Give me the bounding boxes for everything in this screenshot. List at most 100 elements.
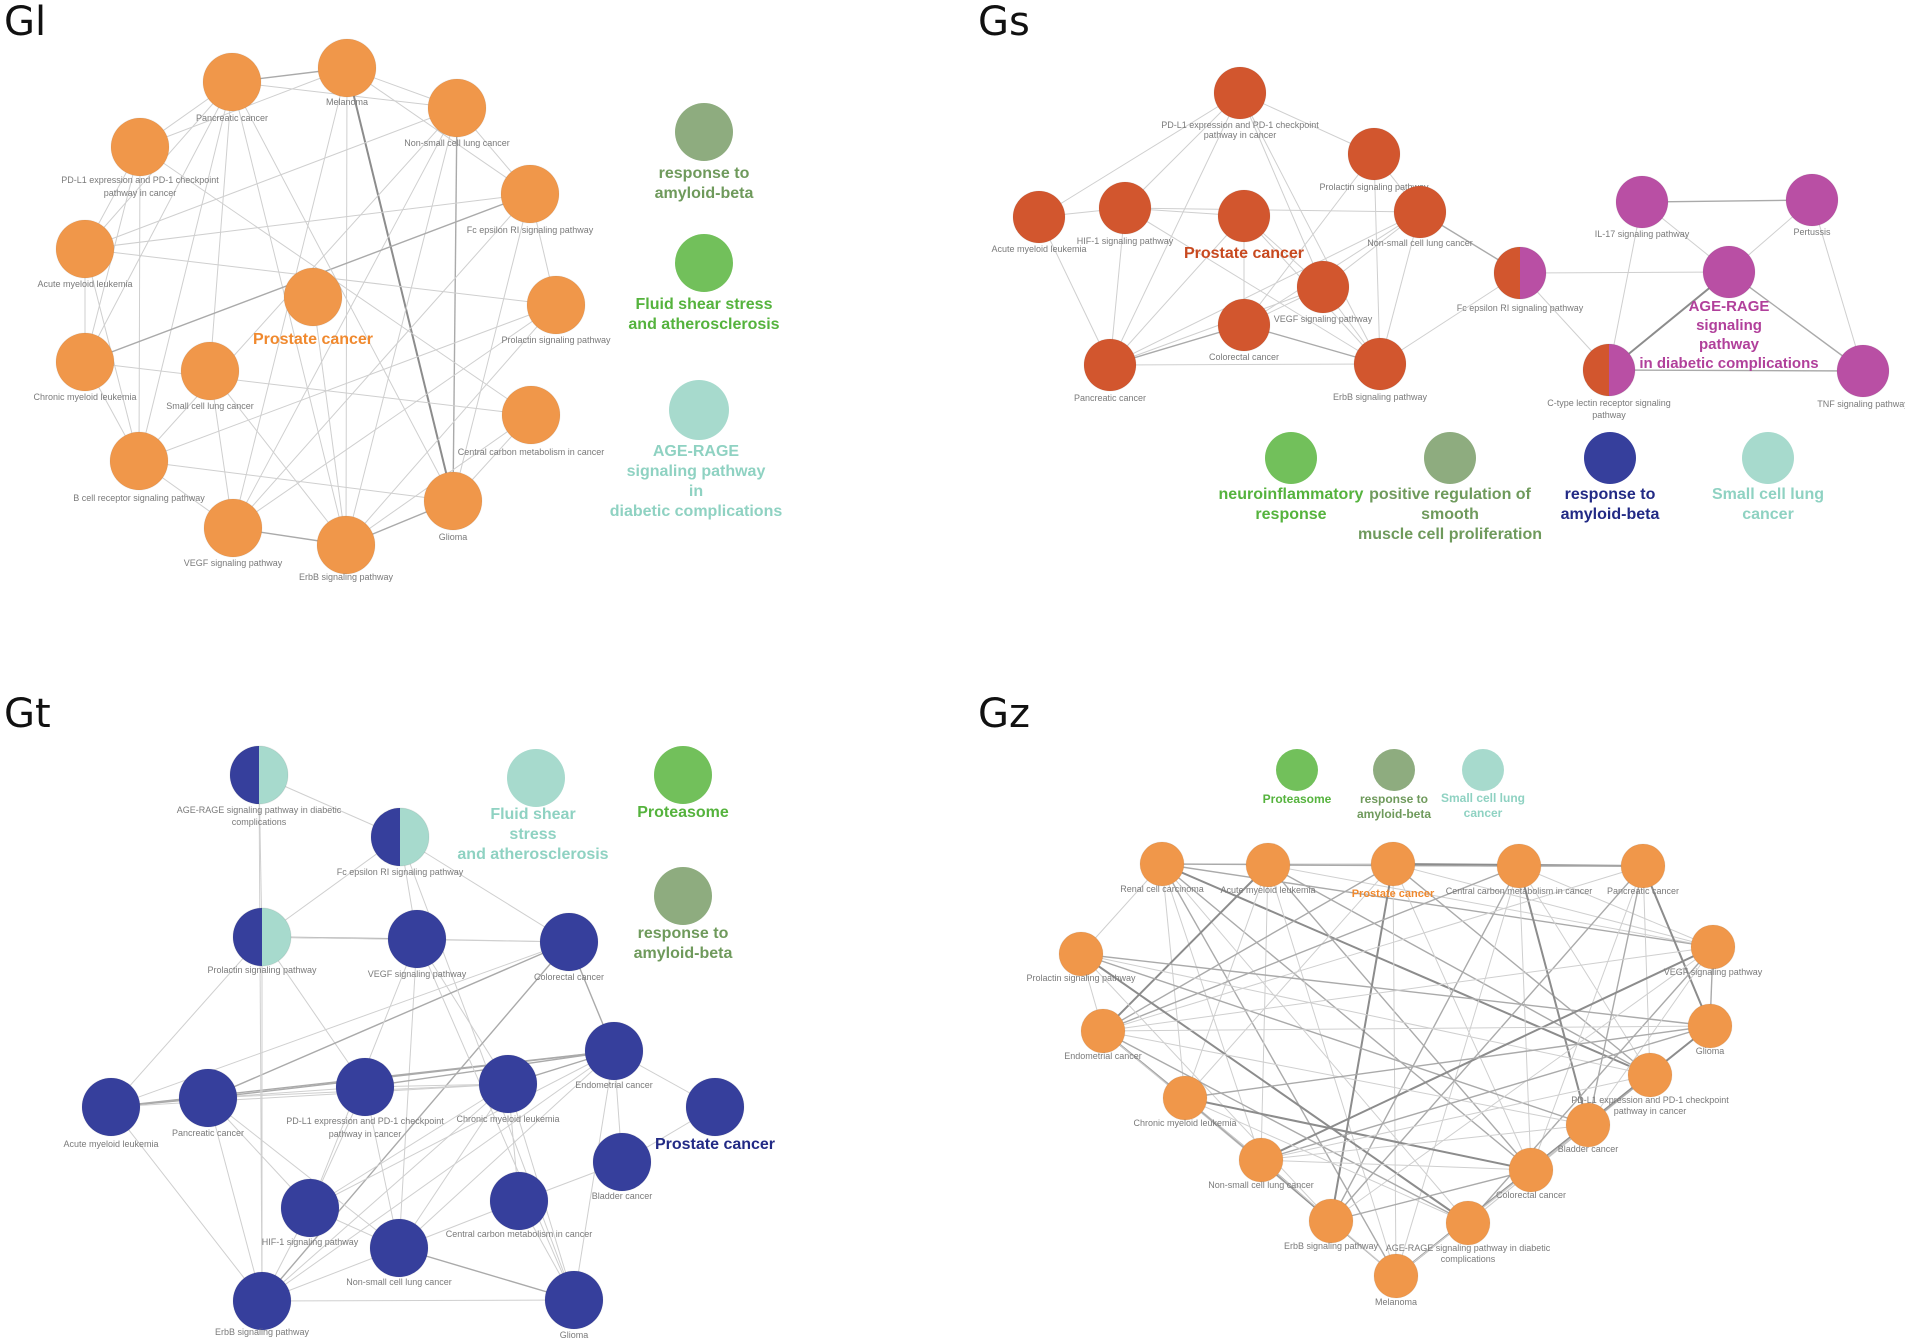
node-prostate-cancer[interactable] (1370, 841, 1416, 887)
node-central-carbon-metabolism-in-cancer[interactable]: Central carbon metabolism in cancer (446, 1171, 593, 1239)
node-prostate-cancer[interactable] (1217, 189, 1271, 243)
network-edge (84, 107, 458, 250)
legend-circle (654, 867, 712, 925)
node-hif-1-signaling-pathway[interactable]: HIF-1 signaling pathway (262, 1178, 359, 1247)
node-age-rage-signaling-pathway-in-diabetic-complications[interactable] (1702, 245, 1756, 299)
node-vegf-signaling-pathway[interactable]: VEGF signaling pathway (184, 498, 283, 568)
node-chronic-myeloid-leukemia[interactable]: Chronic myeloid leukemia (456, 1054, 560, 1124)
node-glioma[interactable]: Glioma (1687, 1003, 1733, 1056)
node-vegf-signaling-pathway[interactable]: VEGF signaling pathway (368, 909, 467, 979)
node-age-rage-signaling-pathway-in-diabetic-complications[interactable]: AGE-RAGE signaling pathway in diabeticco… (177, 745, 342, 827)
node-bladder-cancer[interactable]: Bladder cancer (1558, 1102, 1619, 1154)
node-endometrial-cancer[interactable]: Endometrial cancer (575, 1021, 653, 1090)
node-fc-epsilon-ri-signaling-pathway[interactable]: Fc epsilon RI signaling pathway (337, 807, 464, 877)
node-hif-1-signaling-pathway[interactable]: HIF-1 signaling pathway (1077, 181, 1174, 246)
node-acute-myeloid-leukemia[interactable]: Acute myeloid leukemia (37, 219, 133, 289)
node-prostate-cancer[interactable] (685, 1077, 745, 1137)
node-prolactin-signaling-pathway[interactable]: Prolactin signaling pathway (1026, 931, 1136, 983)
node-vegf-signaling-pathway[interactable]: VEGF signaling pathway (1664, 924, 1763, 977)
node-prolactin-signaling-pathway[interactable]: Prolactin signaling pathway (207, 907, 317, 975)
node-pancreatic-cancer[interactable]: Pancreatic cancer (1074, 338, 1146, 403)
node-glioma[interactable]: Glioma (423, 471, 483, 542)
legend-label: response to (659, 165, 750, 182)
node-label: Endometrial cancer (575, 1080, 653, 1090)
node-fc-epsilon-ri-signaling-pathway[interactable]: Fc epsilon RI signaling pathway (1457, 246, 1584, 313)
node-non-small-cell-lung-cancer[interactable]: Non-small cell lung cancer (1208, 1137, 1314, 1190)
node-erbb-signaling-pathway[interactable]: ErbB signaling pathway (215, 1271, 310, 1337)
node-age-rage-signaling-pathway-in-diabetic-complications[interactable]: AGE-RAGE signaling pathway in diabeticco… (1386, 1200, 1551, 1264)
node-erbb-signaling-pathway[interactable]: ErbB signaling pathway (1284, 1198, 1379, 1251)
legend-proteasome[interactable]: Proteasome (637, 746, 729, 821)
node-circle (55, 332, 115, 392)
node-non-small-cell-lung-cancer[interactable]: Non-small cell lung cancer (1367, 185, 1473, 248)
node-non-small-cell-lung-cancer[interactable]: Non-small cell lung cancer (346, 1218, 452, 1287)
node-prolactin-signaling-pathway[interactable]: Prolactin signaling pathway (1319, 127, 1429, 192)
node-pd-l1-expression-and-pd-1-checkpoint-pathway-in-cancer[interactable]: PD-L1 expression and PD-1 checkpointpath… (286, 1057, 444, 1139)
highlight-label: Prostate cancer (1352, 888, 1435, 900)
node-non-small-cell-lung-cancer[interactable]: Non-small cell lung cancer (404, 78, 510, 148)
node-melanoma[interactable]: Melanoma (317, 38, 377, 107)
network-edge (345, 304, 557, 546)
node-circle-left-half (1494, 247, 1520, 299)
node-circle-outline (232, 907, 292, 967)
node-colorectal-cancer[interactable]: Colorectal cancer (1209, 298, 1279, 362)
node-central-carbon-metabolism-in-cancer[interactable]: Central carbon metabolism in cancer (1446, 843, 1593, 896)
node-pancreatic-cancer[interactable]: Pancreatic cancer (1607, 843, 1679, 896)
node-chronic-myeloid-leukemia[interactable]: Chronic myeloid leukemia (1133, 1075, 1237, 1128)
node-chronic-myeloid-leukemia[interactable]: Chronic myeloid leukemia (33, 332, 137, 402)
legend-label: cancer (1464, 806, 1503, 820)
network-edge (1330, 865, 1520, 1222)
node-bladder-cancer[interactable]: Bladder cancer (592, 1132, 653, 1201)
node-colorectal-cancer[interactable]: Colorectal cancer (534, 912, 604, 982)
node-label: pathway (1592, 410, 1626, 420)
node-pd-l1-expression-and-pd-1-checkpoint-pathway-in-cancer[interactable]: PD-L1 expression and PD-1 checkpointpath… (1571, 1052, 1729, 1116)
node-acute-myeloid-leukemia[interactable]: Acute myeloid leukemia (991, 190, 1087, 254)
node-glioma[interactable]: Glioma (544, 1270, 604, 1339)
node-label: VEGF signaling pathway (1274, 314, 1373, 324)
node-fc-epsilon-ri-signaling-pathway[interactable]: Fc epsilon RI signaling pathway (467, 164, 594, 235)
node-central-carbon-metabolism-in-cancer[interactable]: Central carbon metabolism in cancer (458, 385, 605, 457)
node-acute-myeloid-leukemia[interactable]: Acute myeloid leukemia (1220, 842, 1316, 895)
node-acute-myeloid-leukemia[interactable]: Acute myeloid leukemia (63, 1077, 159, 1149)
network-edge (261, 941, 570, 1302)
node-erbb-signaling-pathway[interactable]: ErbB signaling pathway (299, 515, 394, 582)
node-pancreatic-cancer[interactable]: Pancreatic cancer (172, 1068, 244, 1138)
node-il-17-signaling-pathway[interactable]: IL-17 signaling pathway (1595, 175, 1690, 239)
node-renal-cell-carcinoma[interactable]: Renal cell carcinoma (1120, 841, 1204, 894)
node-pd-l1-expression-and-pd-1-checkpoint-pathway-in-cancer[interactable]: PD-L1 expression and PD-1 checkpointpath… (1161, 66, 1319, 140)
node-pd-l1-expression-and-pd-1-checkpoint-pathway-in-cancer[interactable]: PD-L1 expression and PD-1 checkpointpath… (61, 117, 219, 198)
node-tnf-signaling-pathway[interactable]: TNF signaling pathway (1817, 344, 1905, 409)
legend-label: signaling pathway (627, 463, 766, 480)
node-colorectal-cancer[interactable]: Colorectal cancer (1496, 1147, 1566, 1200)
network-edge (209, 81, 233, 372)
node-endometrial-cancer[interactable]: Endometrial cancer (1064, 1008, 1142, 1061)
node-pertussis[interactable]: Pertussis (1785, 173, 1839, 237)
node-b-cell-receptor-signaling-pathway[interactable]: B cell receptor signaling pathway (73, 431, 205, 503)
node-prostate-cancer[interactable] (283, 267, 343, 327)
legend-proteasome[interactable]: Proteasome (1263, 749, 1332, 806)
node-vegf-signaling-pathway[interactable]: VEGF signaling pathway (1274, 260, 1373, 324)
node-circle-outline (1582, 343, 1636, 397)
legend-label: response to (1360, 792, 1428, 806)
node-pancreatic-cancer[interactable]: Pancreatic cancer (196, 52, 268, 123)
network-edge (207, 1050, 615, 1099)
network-edge (138, 146, 141, 462)
node-circle (1098, 181, 1152, 235)
node-melanoma[interactable]: Melanoma (1373, 1253, 1419, 1307)
node-prolactin-signaling-pathway[interactable]: Prolactin signaling pathway (501, 275, 611, 345)
node-erbb-signaling-pathway[interactable]: ErbB signaling pathway (1333, 337, 1428, 402)
node-small-cell-lung-cancer[interactable]: Small cell lung cancer (166, 341, 254, 411)
network-edge (1102, 1030, 1589, 1126)
